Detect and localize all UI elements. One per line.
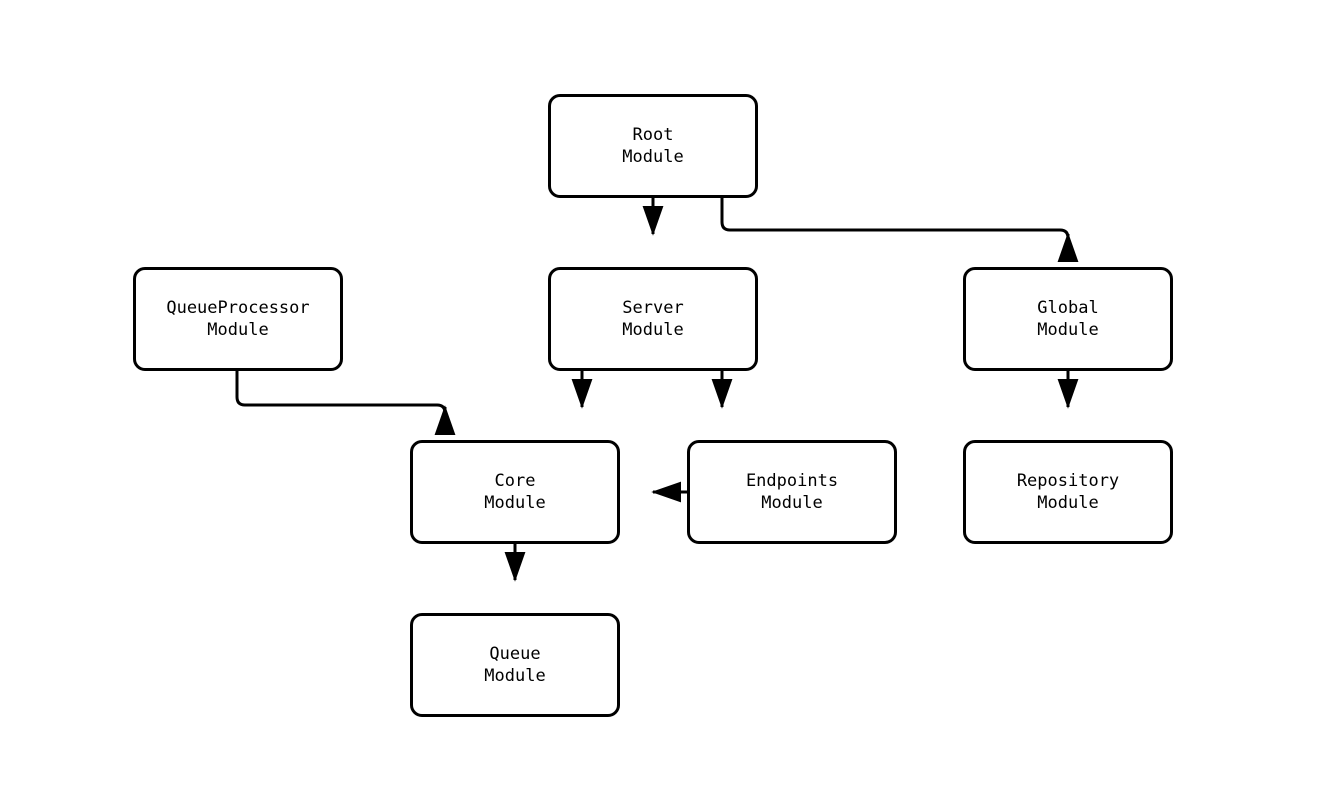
node-server-module[interactable]: Server Module	[548, 267, 758, 371]
node-root-module[interactable]: Root Module	[548, 94, 758, 198]
node-endpoints-module[interactable]: Endpoints Module	[687, 440, 897, 544]
node-global-module-label: Global Module	[1037, 298, 1099, 340]
node-endpoints-module-label: Endpoints Module	[745, 471, 839, 513]
edge-queueprocessor-to-core	[235, 371, 456, 436]
node-core-module-label: Core Module	[484, 471, 546, 513]
node-queue-module[interactable]: Queue Module	[410, 613, 620, 717]
node-core-module[interactable]: Core Module	[410, 440, 620, 544]
node-queueprocessor-module-label: QueueProcessor Module	[166, 298, 310, 340]
node-repository-module[interactable]: Repository Module	[963, 440, 1173, 544]
node-global-module[interactable]: Global Module	[963, 267, 1173, 371]
node-queue-module-label: Queue Module	[484, 644, 546, 686]
node-queueprocessor-module[interactable]: QueueProcessor Module	[133, 267, 343, 371]
node-server-module-label: Server Module	[622, 298, 684, 340]
edge-root-to-global	[720, 198, 1079, 263]
node-repository-module-label: Repository Module	[1016, 471, 1120, 513]
node-root-module-label: Root Module	[622, 125, 684, 167]
